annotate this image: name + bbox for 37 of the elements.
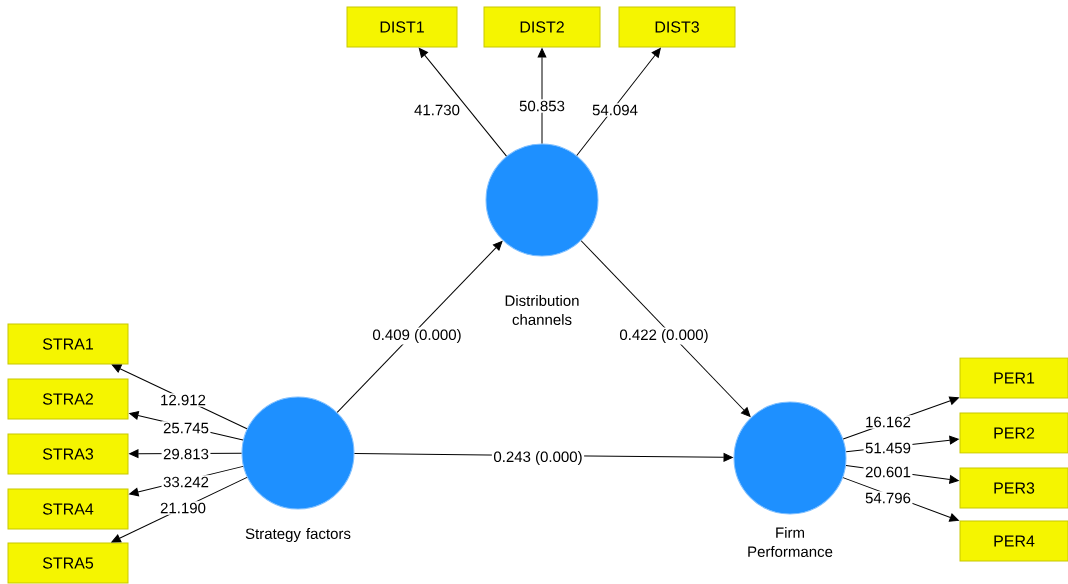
edge-label: 51.459 — [863, 441, 913, 455]
indicator-box: PER3 — [959, 467, 1068, 509]
indicator-box: PER1 — [959, 357, 1068, 399]
edge-label: 12.912 — [158, 393, 208, 407]
indicator-box: PER4 — [959, 520, 1068, 562]
arrow — [537, 48, 547, 144]
arrow — [111, 476, 248, 543]
construct-label: Distribution channels — [505, 295, 579, 325]
edge-label: 41.730 — [412, 103, 462, 117]
indicator-box: DIST1 — [346, 6, 458, 48]
indicator-box: STRA4 — [7, 488, 129, 530]
construct-label: Strategy factors — [245, 528, 351, 542]
arrow — [580, 240, 751, 417]
construct-label: Firm Performance — [748, 527, 833, 557]
edge-label: 50.853 — [517, 99, 567, 113]
arrow — [576, 47, 661, 156]
edge-label: 0.409 (0.000) — [370, 327, 464, 345]
indicator-box: STRA3 — [7, 433, 129, 475]
indicator-box: STRA2 — [7, 378, 129, 420]
edge-label: 33.242 — [161, 475, 211, 489]
edge-label: 0.422 (0.000) — [617, 327, 711, 345]
edge-label: 16.162 — [863, 415, 913, 429]
edge-label: 54.796 — [863, 491, 913, 505]
edge-label: 0.243 (0.000) — [491, 449, 585, 467]
arrow — [418, 47, 507, 157]
indicator-box: PER2 — [959, 412, 1068, 454]
edge-label: 29.813 — [161, 447, 211, 461]
arrow — [336, 241, 503, 413]
edge-label: 25.745 — [161, 421, 211, 435]
edge-label: 54.094 — [590, 103, 640, 117]
indicator-box: DIST3 — [618, 6, 736, 48]
indicator-box: DIST2 — [483, 6, 601, 48]
arrow — [111, 364, 248, 430]
indicator-box: STRA5 — [7, 542, 129, 584]
edge-label: 20.601 — [863, 465, 913, 479]
edge-label: 21.190 — [158, 501, 208, 515]
indicator-box: STRA1 — [7, 323, 129, 365]
